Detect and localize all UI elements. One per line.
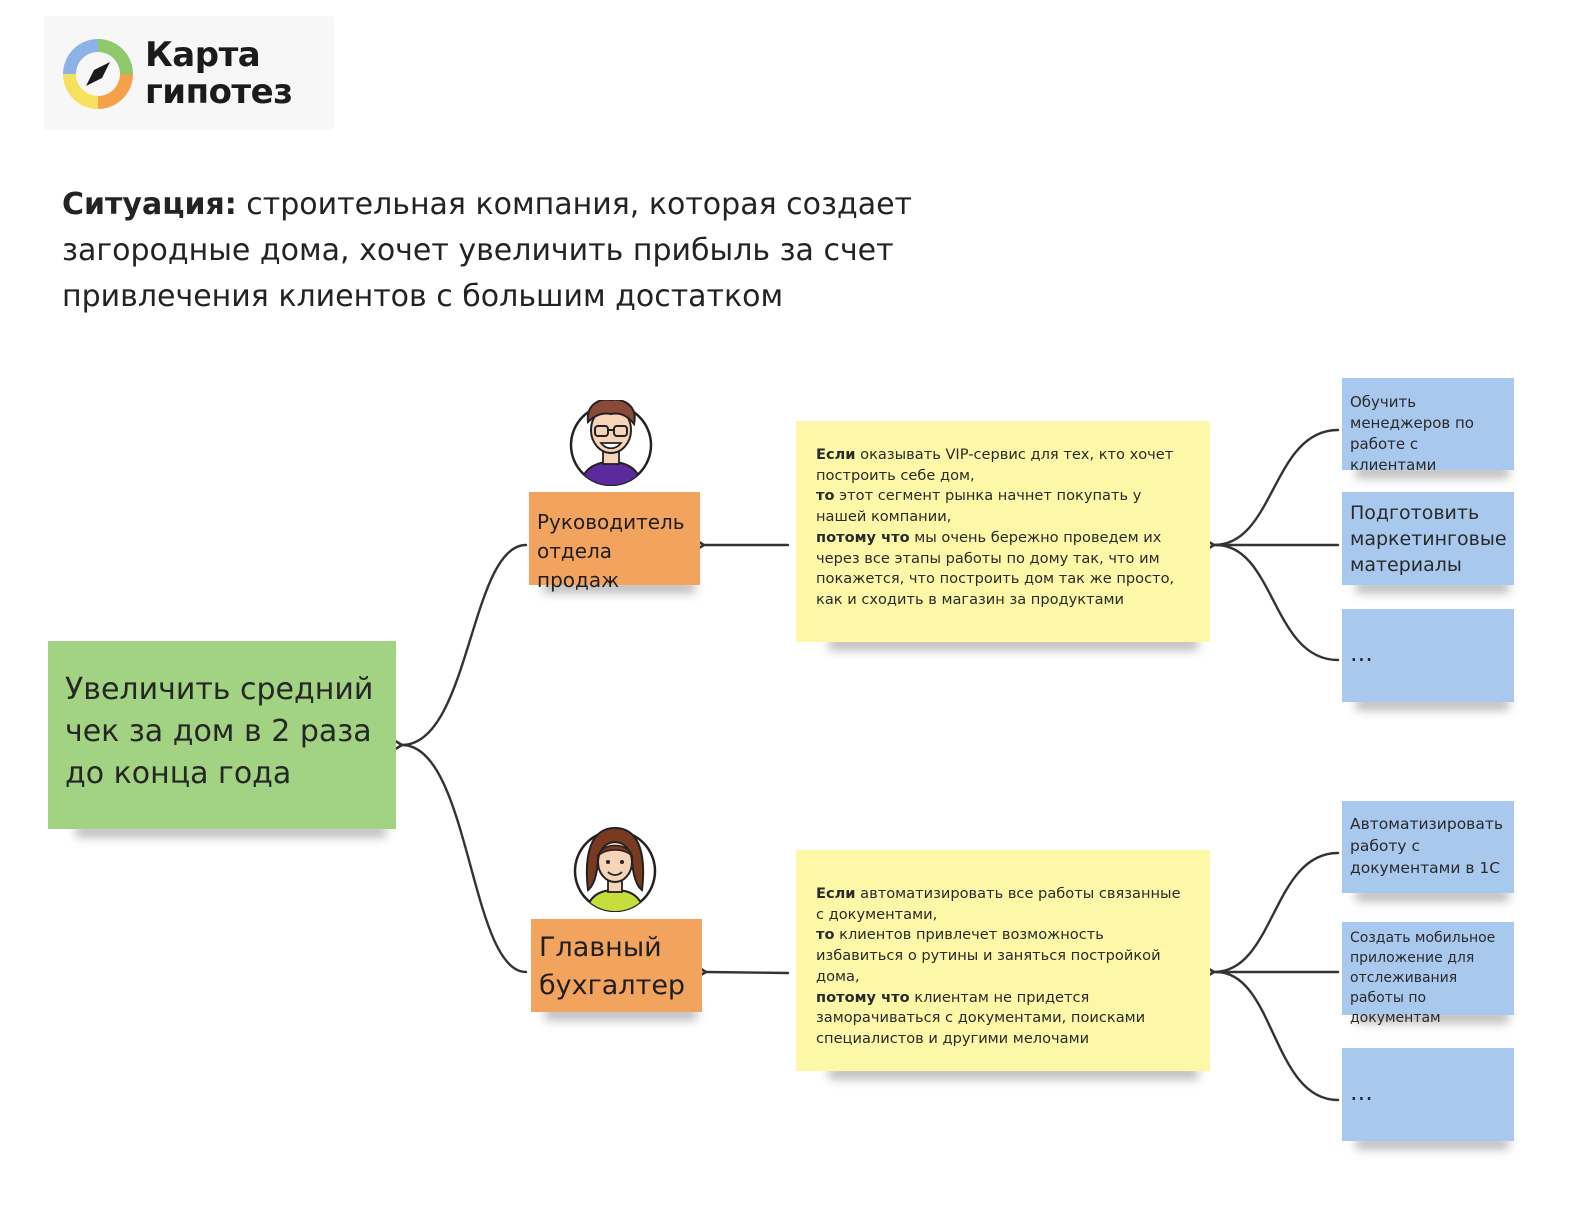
situation-text: Ситуация: строительная компания, которая… (62, 182, 1102, 320)
task-label: Подготовить маркетинговые материалы (1350, 502, 1507, 576)
if-label: Если (816, 885, 856, 902)
task-sticky[interactable]: ... (1342, 1048, 1514, 1141)
task-sticky[interactable]: Обучить менеджеров по работе с клиентами (1342, 378, 1514, 474)
task-label: ... (1350, 1078, 1373, 1106)
task-label: Создать мобильное приложение для отслежи… (1350, 930, 1496, 1026)
hypothesis-sticky-2[interactable]: Если автоматизировать все работы связанн… (796, 850, 1210, 1071)
role-label: Главный бухгалтер (539, 932, 686, 1001)
chief-accountant-avatar-icon (573, 826, 657, 912)
connector-goal-role2 (400, 743, 528, 974)
connector-role2-hyp2 (706, 972, 790, 973)
connector-hyp2-task1 (1214, 851, 1340, 972)
sales-head-avatar-icon (569, 400, 653, 486)
because-label: потому что (816, 528, 910, 546)
then-text: этот сегмент рынка начнет покупать у наш… (816, 487, 1142, 526)
situation-body: строительная компания, которая создает з… (62, 187, 913, 314)
task-sticky[interactable]: ... (1342, 609, 1514, 702)
because-text: мы очень бережно проведем их через все э… (816, 528, 1175, 608)
connector-hyp2-task3 (1214, 970, 1340, 1102)
logo-text: Карта гипотез (145, 35, 293, 112)
role-label: Руководитель отдела продаж (537, 510, 685, 592)
situation-label: Ситуация: (62, 187, 237, 222)
connector-goal-role1 (402, 543, 528, 745)
if-text: автоматизировать все работы связанные с … (816, 885, 1181, 923)
if-text: оказывать VIP-сервис для тех, кто хочет … (816, 446, 1174, 484)
task-sticky[interactable]: Подготовить маркетинговые материалы (1342, 492, 1514, 585)
task-label: ... (1350, 639, 1373, 667)
because-label: потому что (816, 988, 910, 1006)
hypothesis-sticky-1[interactable]: Если оказывать VIP-сервис для тех, кто х… (796, 421, 1210, 642)
because-text: клиентам не придется заморачиваться с до… (816, 988, 1146, 1047)
connector-hyp1-task3 (1214, 543, 1340, 662)
then-text: клиентов привлечет возможность избавитьс… (816, 926, 1161, 985)
goal-text: Увеличить средний чек за дом в 2 раза до… (65, 672, 374, 791)
logo-line-2: гипотез (145, 72, 293, 112)
goal-sticky[interactable]: Увеличить средний чек за дом в 2 раза до… (48, 641, 396, 829)
if-label: Если (816, 446, 856, 463)
compass-icon (63, 39, 133, 109)
logo-line-1: Карта (145, 35, 261, 75)
task-label: Автоматизировать работу с документами в … (1350, 815, 1503, 877)
role-sticky-chief-accountant[interactable]: Главный бухгалтер (531, 919, 702, 1012)
task-label: Обучить менеджеров по работе с клиентами (1350, 393, 1474, 474)
task-sticky[interactable]: Создать мобильное приложение для отслежи… (1342, 922, 1514, 1026)
connector-hyp1-task1 (1214, 428, 1340, 545)
then-label: то (816, 926, 835, 944)
task-sticky[interactable]: Автоматизировать работу с документами в … (1342, 801, 1514, 893)
logo: Карта гипотез (44, 16, 334, 130)
then-label: то (816, 487, 835, 505)
role-sticky-sales-head[interactable]: Руководитель отдела продаж (529, 492, 700, 592)
